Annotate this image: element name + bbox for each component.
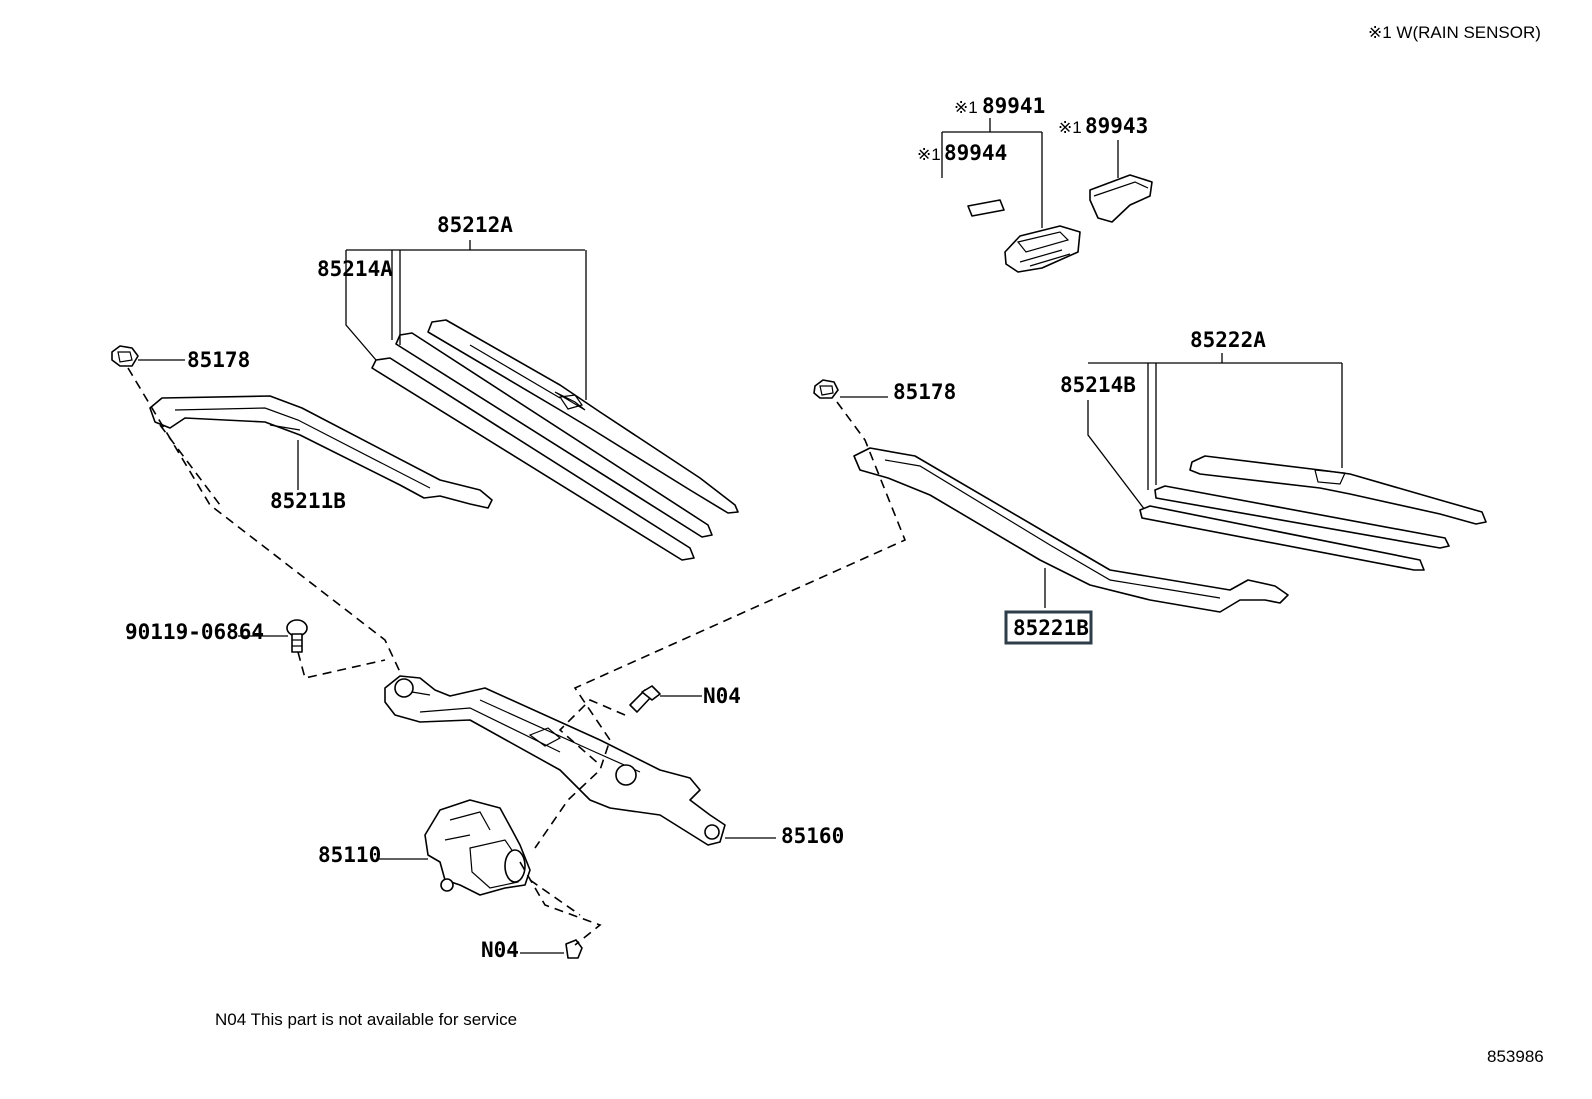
rain-sensor-legend: ※1 W(RAIN SENSOR) — [1368, 23, 1541, 42]
callout-85214b: 85214B — [1060, 373, 1136, 397]
n04-bolt[interactable] — [629, 685, 661, 713]
left-blade-leader — [345, 240, 587, 400]
sensor-leader — [941, 118, 1043, 228]
right-wiper-blade[interactable] — [1189, 455, 1487, 525]
callout-89941: 89941 — [982, 94, 1045, 118]
left-wiper-blade[interactable] — [427, 319, 739, 514]
n04-nut[interactable] — [565, 939, 583, 959]
callout-n04-nut: N04 — [481, 938, 519, 962]
callout-85222a: 85222A — [1190, 328, 1266, 352]
right-blade-leader — [1087, 353, 1343, 511]
callout-85178-right: 85178 — [893, 380, 956, 404]
callout-85110: 85110 — [318, 843, 381, 867]
mounting-bolt[interactable] — [286, 619, 308, 653]
assembly-lines — [127, 367, 907, 946]
callout-n04-bolt: N04 — [703, 684, 741, 708]
callout-85221b[interactable]: 85221B — [1013, 616, 1089, 640]
left-wiper-rubber[interactable] — [371, 332, 713, 561]
sensor-marker-1: ※1 — [954, 98, 978, 117]
highlight-85221b — [1004, 610, 1093, 645]
right-wiper-rubber[interactable] — [1139, 485, 1450, 571]
callout-89943: 89943 — [1085, 114, 1148, 138]
callout-85212a: 85212A — [437, 213, 513, 237]
sensor-pad-marker: ※1 — [917, 145, 941, 164]
callout-89944: 89944 — [944, 141, 1007, 165]
callout-85160: 85160 — [781, 824, 844, 848]
rain-sensor-cover[interactable] — [1089, 174, 1153, 223]
callout-85214a: 85214A — [317, 257, 393, 281]
figure-number: 853986 — [1487, 1047, 1544, 1066]
left-arm-nut[interactable] — [111, 345, 139, 367]
left-wiper-arm[interactable] — [149, 395, 493, 509]
right-wiper-arm[interactable] — [853, 447, 1289, 613]
right-arm-nut[interactable] — [813, 379, 839, 399]
callout-85178-left: 85178 — [187, 348, 250, 372]
wiper-motor[interactable] — [424, 799, 531, 896]
wiper-linkage[interactable] — [384, 675, 726, 846]
rain-sensor[interactable] — [1004, 225, 1081, 273]
sensor-cover-marker: ※1 — [1058, 118, 1082, 137]
callout-90119-06864: 90119-06864 — [125, 620, 264, 644]
rain-sensor-pad[interactable] — [967, 199, 1005, 217]
n04-footnote: N04 This part is not available for servi… — [215, 1010, 517, 1029]
callout-85211b: 85211B — [270, 489, 346, 513]
